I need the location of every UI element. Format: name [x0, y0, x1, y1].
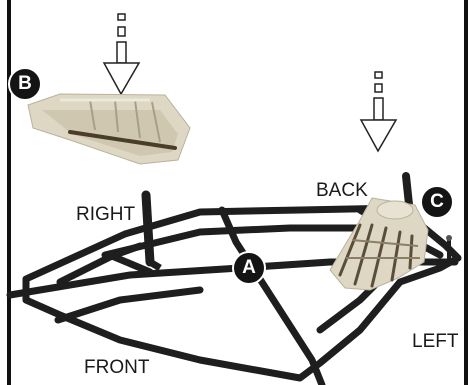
frame-post-left — [446, 235, 452, 262]
callout-c: C — [420, 185, 454, 219]
label-right: RIGHT — [76, 204, 136, 225]
label-front: FRONT — [84, 357, 150, 378]
wire-frame — [6, 204, 462, 385]
label-left: LEFT — [412, 331, 459, 352]
callout-a: A — [232, 251, 266, 285]
foot-piece-c — [329, 197, 429, 291]
callout-b: B — [8, 67, 42, 101]
frame-post-right — [141, 190, 162, 272]
down-arrow-icon — [102, 13, 141, 96]
foot-piece-b — [27, 93, 191, 165]
down-arrow-icon — [359, 71, 398, 153]
label-back: BACK — [316, 180, 368, 201]
